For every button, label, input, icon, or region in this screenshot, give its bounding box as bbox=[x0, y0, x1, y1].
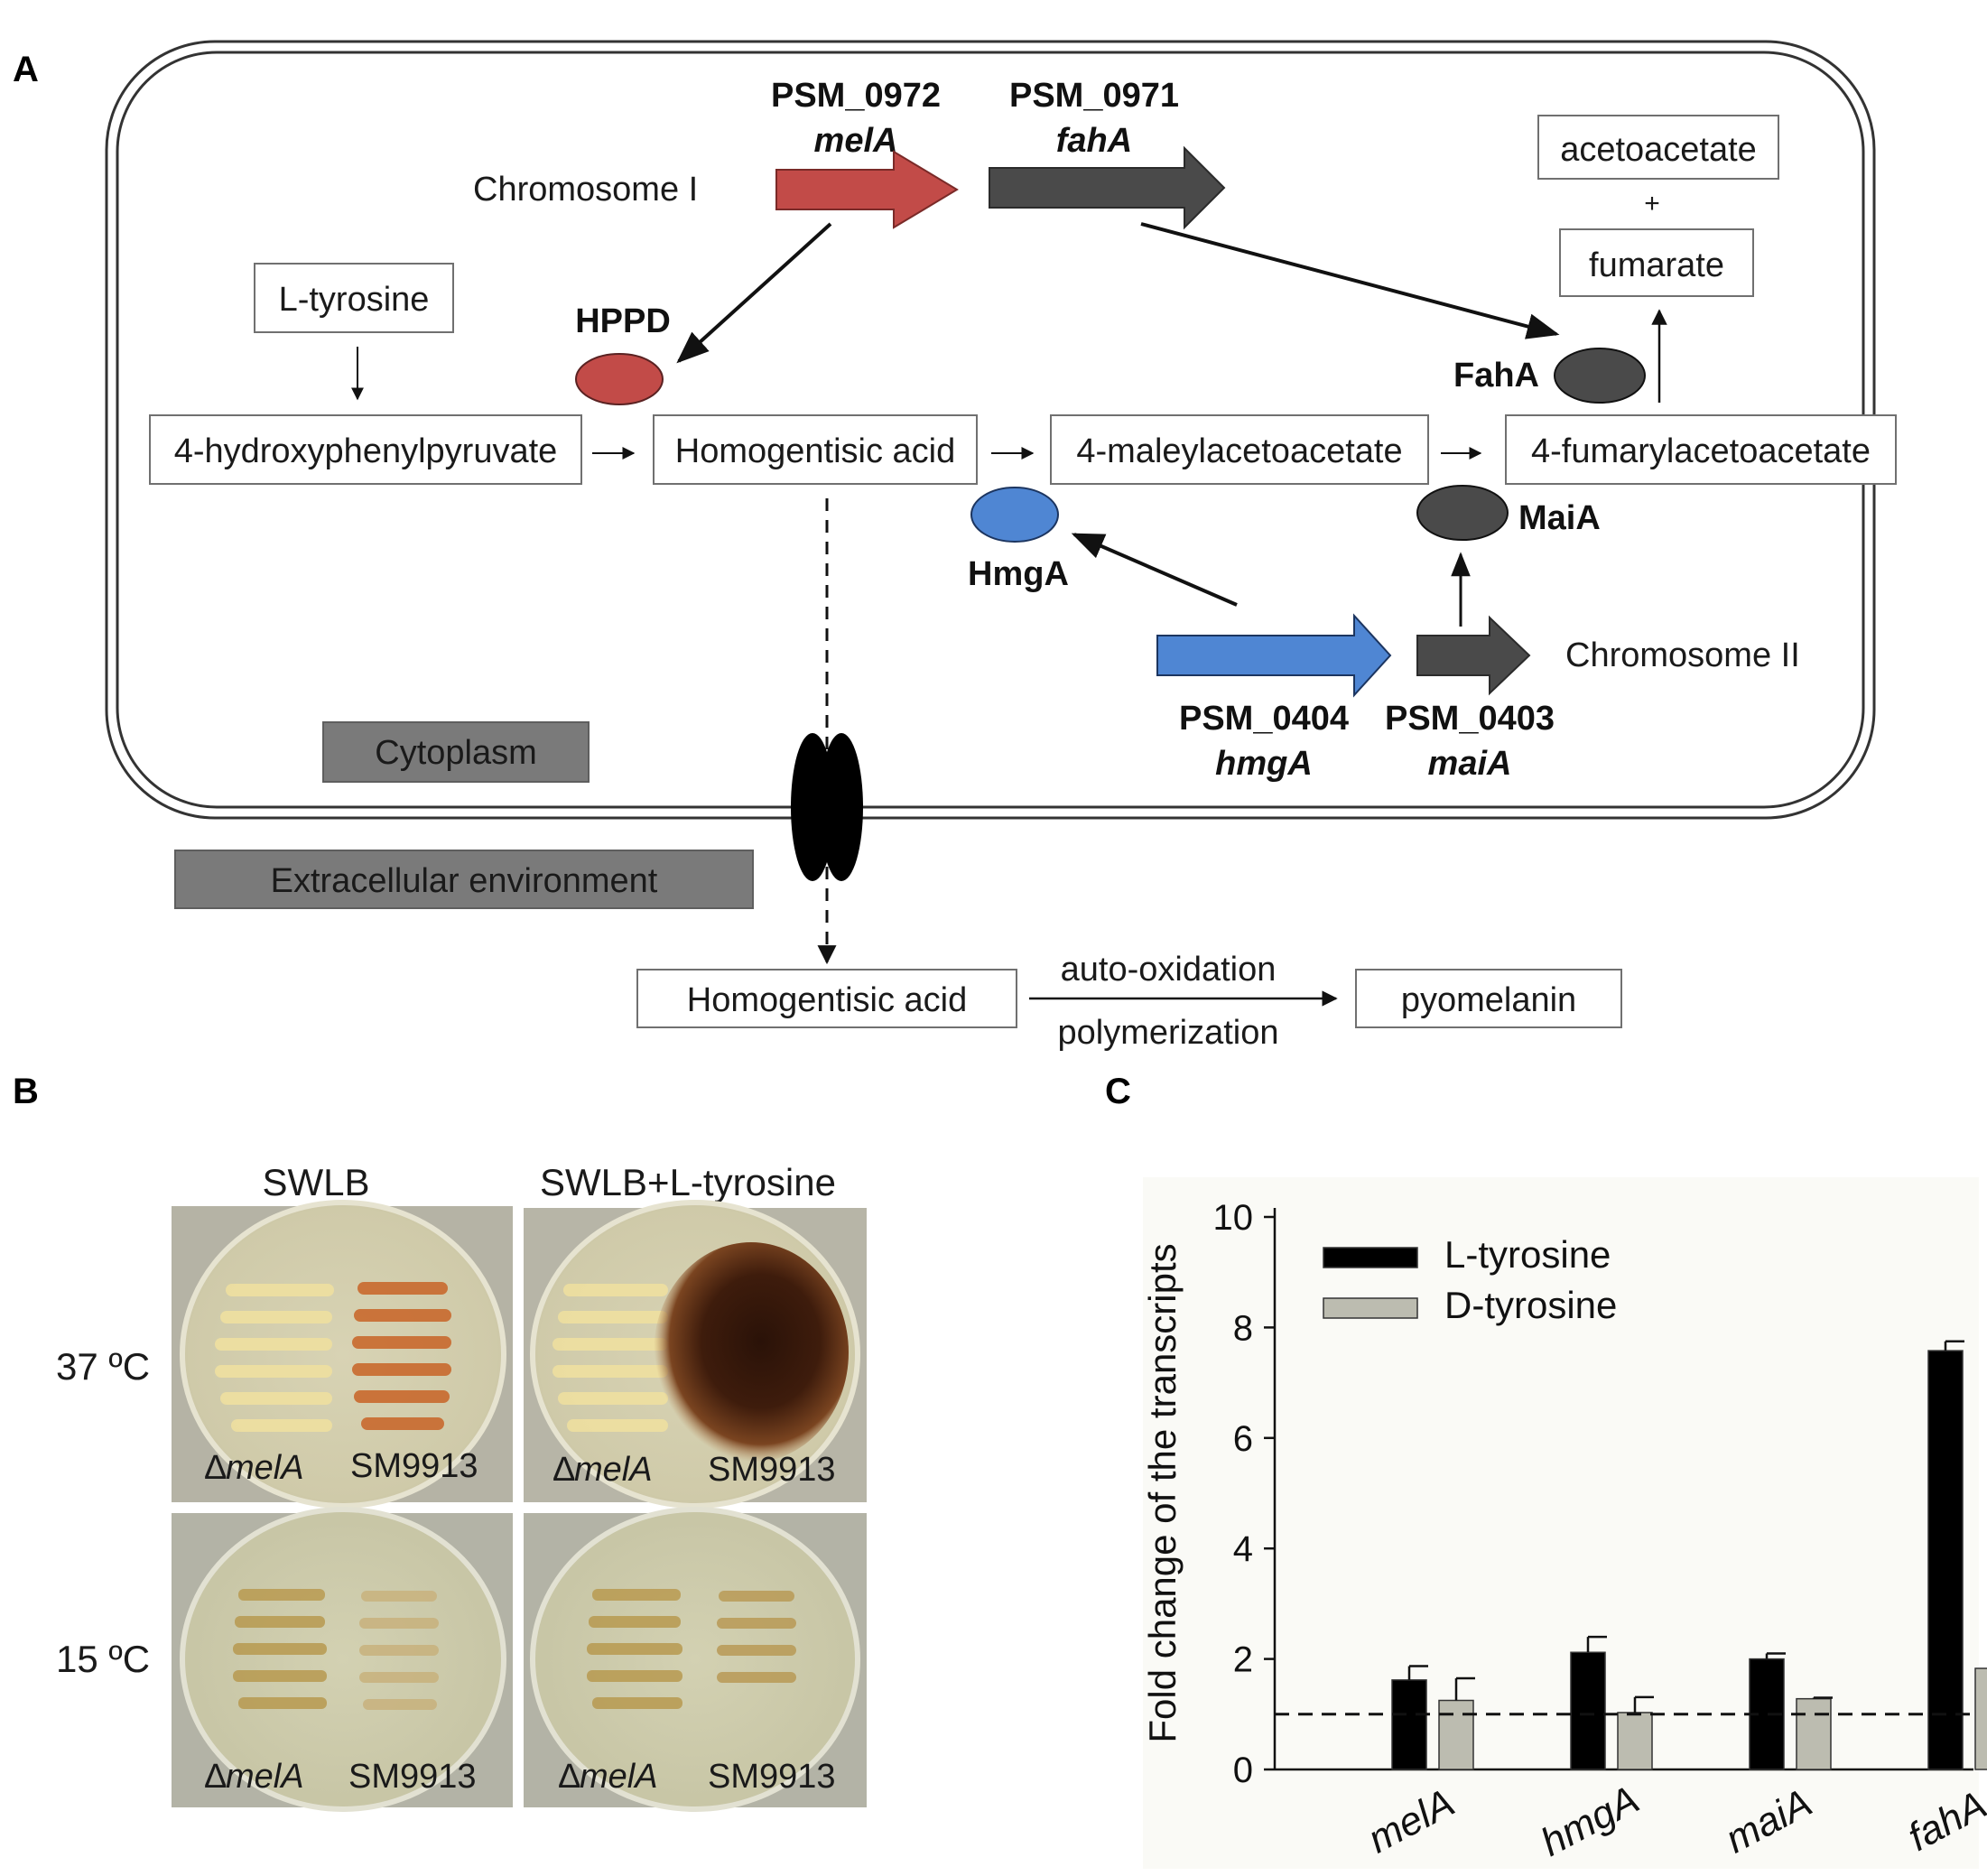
strain-wt-2: SM9913 bbox=[708, 1451, 836, 1489]
panel-b-label: B bbox=[13, 1072, 39, 1111]
y-tick-label: 8 bbox=[1233, 1308, 1253, 1348]
hga-out-label: Homogentisic acid bbox=[687, 981, 967, 1019]
hmga-gene-to-enzyme-arrow bbox=[1071, 533, 1238, 607]
plate-swlb-tyr-15c: Δ melA SM9913 bbox=[524, 1507, 867, 1812]
maleyl-box bbox=[1050, 414, 1429, 485]
mela-gene-arrow bbox=[775, 150, 959, 229]
strain-mut-prefix: Δ bbox=[204, 1449, 227, 1487]
legend-swatch-l-tyrosine bbox=[1323, 1247, 1418, 1268]
gene-maia-id: PSM_0403 bbox=[1385, 700, 1555, 738]
bar-l-tyrosine-fahA bbox=[1927, 1350, 1964, 1770]
fumarate-box bbox=[1559, 228, 1754, 297]
fumarate-label: fumarate bbox=[1589, 246, 1724, 284]
y-tick-label: 4 bbox=[1233, 1529, 1253, 1569]
polymerization-label: polymerization bbox=[1058, 1014, 1279, 1052]
bar-d-tyrosine-hmgA bbox=[1617, 1712, 1653, 1770]
bar-l-tyrosine-melA bbox=[1391, 1679, 1427, 1770]
hppd-label: HPPD bbox=[575, 302, 671, 340]
y-tick-label: 10 bbox=[1213, 1198, 1254, 1238]
strain-mut-3: melA bbox=[226, 1758, 304, 1796]
acetoacetate-box bbox=[1537, 115, 1779, 180]
autooxidation-label: auto-oxidation bbox=[1061, 951, 1277, 989]
fumaryl-box bbox=[1505, 414, 1897, 485]
maia-gene-arrow bbox=[1416, 615, 1531, 696]
pyomelanin-box bbox=[1355, 969, 1622, 1028]
legend-swatch-d-tyrosine bbox=[1323, 1297, 1418, 1319]
plate-swlb-15c: Δ melA SM9913 bbox=[172, 1507, 513, 1812]
strain-mut-prefix-4: Δ bbox=[558, 1758, 580, 1796]
y-tick-label: 0 bbox=[1233, 1751, 1253, 1790]
panel-b: B SWLB SWLB+L-tyrosine 37 ºC 15 ºC bbox=[13, 1072, 867, 1812]
hmga-label: HmgA bbox=[968, 555, 1069, 593]
strain-mut-2: melA bbox=[574, 1451, 653, 1489]
plate-swlb-37c: Δ melA SM9913 bbox=[172, 1200, 513, 1509]
panel-a-label: A bbox=[13, 50, 39, 89]
strain-mut-4: melA bbox=[580, 1758, 658, 1796]
row-header-15c: 15 ºC bbox=[56, 1638, 150, 1680]
plate-swlb-tyr-37c: Δ melA SM9913 bbox=[524, 1200, 867, 1509]
y-axis-title: Fold change of the transcripts bbox=[1141, 1243, 1184, 1742]
col-header-swlb-tyr: SWLB+L-tyrosine bbox=[540, 1161, 836, 1203]
legend-label-l-tyrosine: L-tyrosine bbox=[1444, 1233, 1611, 1276]
hmga-enzyme-icon bbox=[970, 487, 1059, 543]
fumaryl-label: 4-fumarylacetoacetate bbox=[1531, 432, 1871, 470]
maleyl-label: 4-maleylacetoacetate bbox=[1076, 432, 1402, 470]
chromosome-2-label: Chromosome II bbox=[1565, 636, 1800, 674]
mela-to-hppd-arrow bbox=[676, 222, 832, 364]
ltyrosine-box bbox=[254, 263, 454, 333]
pyomelanin-label: pyomelanin bbox=[1401, 981, 1576, 1019]
hga-label: Homogentisic acid bbox=[675, 432, 955, 470]
gene-hmga-name: hmgA bbox=[1215, 745, 1313, 783]
faha-label: FahA bbox=[1453, 357, 1539, 395]
strain-wt: SM9913 bbox=[350, 1447, 478, 1485]
hpp-label: 4-hydroxyphenylpyruvate bbox=[174, 432, 558, 470]
strain-wt-3: SM9913 bbox=[348, 1758, 477, 1796]
bar-d-tyrosine-melA bbox=[1438, 1699, 1474, 1770]
faha-enzyme-icon bbox=[1554, 348, 1646, 404]
strain-mut: melA bbox=[226, 1449, 304, 1487]
plus-sign: + bbox=[1644, 189, 1660, 218]
bar-d-tyrosine-maiA bbox=[1796, 1697, 1832, 1770]
strain-mut-prefix-2: Δ bbox=[552, 1451, 575, 1489]
hmga-gene-arrow bbox=[1156, 613, 1392, 698]
acetoacetate-label: acetoacetate bbox=[1560, 131, 1757, 169]
extracellular-label: Extracellular environment bbox=[271, 862, 658, 900]
faha-gene-to-enzyme-arrow bbox=[1140, 222, 1560, 339]
hppd-enzyme-icon bbox=[575, 353, 664, 405]
hga-box bbox=[653, 414, 978, 485]
cytoplasm-label: Cytoplasm bbox=[375, 734, 537, 772]
gene-mela-name: melA bbox=[814, 122, 898, 160]
y-tick-label: 6 bbox=[1233, 1419, 1253, 1459]
panel-a: A PSM_0972 melA PSM_0971 fahA Chromosome… bbox=[13, 40, 1897, 1052]
hga-out-box bbox=[636, 969, 1017, 1028]
bar-d-tyrosine-fahA bbox=[1974, 1667, 1987, 1770]
chromosome-1-label: Chromosome I bbox=[473, 171, 698, 209]
cytoplasm-tag bbox=[322, 721, 590, 783]
panel-c-label: C bbox=[1105, 1072, 1131, 1111]
gene-faha-name: fahA bbox=[1056, 122, 1132, 160]
gene-faha-id: PSM_0971 bbox=[1009, 77, 1179, 115]
strain-wt-4: SM9913 bbox=[708, 1758, 836, 1796]
legend-label-d-tyrosine: D-tyrosine bbox=[1444, 1284, 1617, 1326]
gene-hmga-id: PSM_0404 bbox=[1179, 700, 1349, 738]
extracellular-tag bbox=[174, 850, 754, 909]
ltyrosine-label: L-tyrosine bbox=[279, 281, 430, 319]
y-tick-label: 2 bbox=[1233, 1640, 1253, 1680]
maia-enzyme-icon bbox=[1416, 485, 1509, 541]
chart-background bbox=[1143, 1177, 1979, 1869]
bar-l-tyrosine-hmgA bbox=[1570, 1651, 1606, 1770]
row-header-37c: 37 ºC bbox=[56, 1345, 150, 1388]
faha-gene-arrow bbox=[989, 145, 1226, 230]
col-header-swlb: SWLB bbox=[262, 1161, 369, 1203]
maia-label: MaiA bbox=[1518, 499, 1601, 537]
strain-mut-prefix-3: Δ bbox=[204, 1758, 227, 1796]
transporter-icon-right bbox=[820, 733, 863, 881]
gene-mela-id: PSM_0972 bbox=[771, 77, 941, 115]
gene-maia-name: maiA bbox=[1428, 745, 1512, 783]
hpp-box bbox=[149, 414, 582, 485]
